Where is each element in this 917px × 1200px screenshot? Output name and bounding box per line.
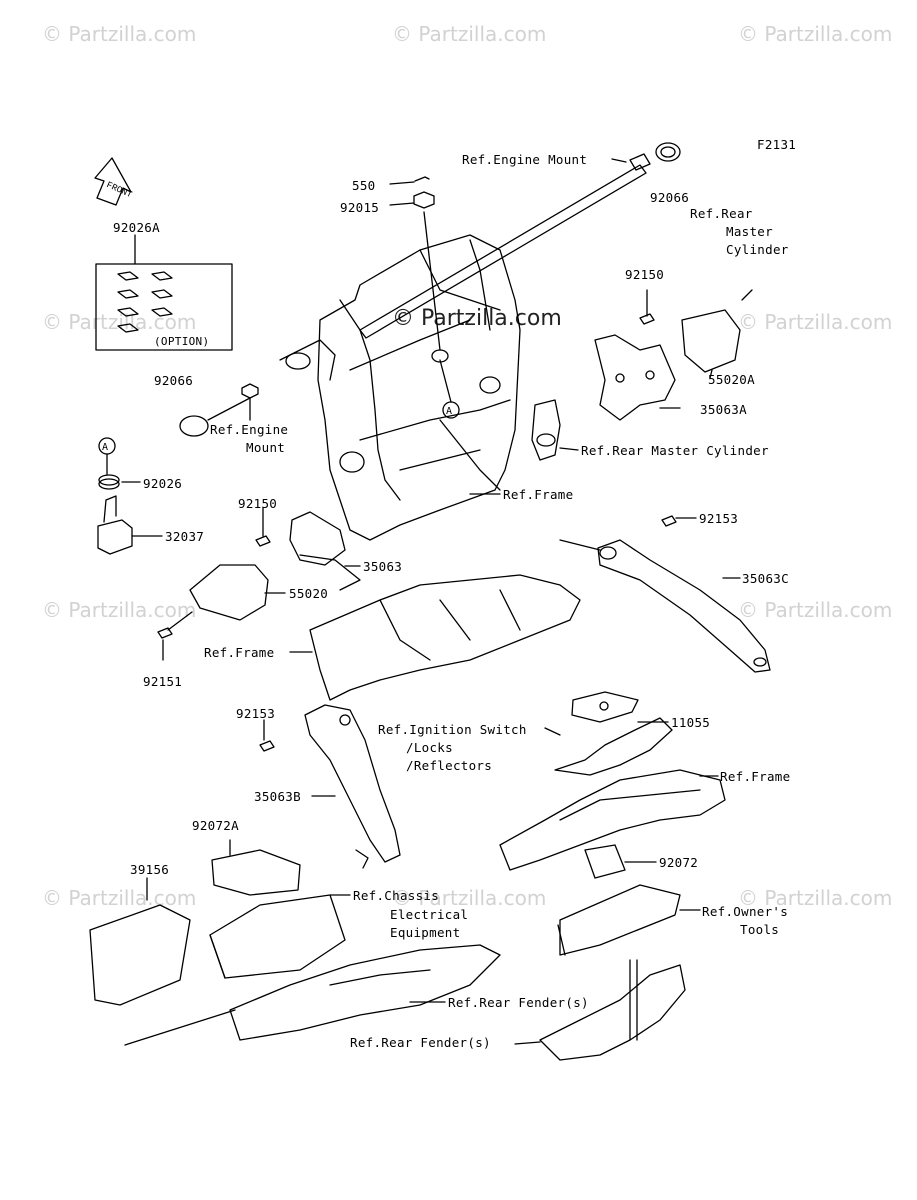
rear-master-cylinder xyxy=(531,399,579,461)
label-92026A[interactable]: 92026A xyxy=(113,220,160,235)
cover-39156 xyxy=(89,877,236,1046)
bracket-35063A xyxy=(594,334,681,421)
label-39156[interactable]: 39156 xyxy=(130,862,170,877)
watermark: © Partzilla.com xyxy=(42,598,197,622)
bracket-35063B xyxy=(259,704,401,869)
subframe xyxy=(289,574,581,701)
label-ref-rear-master-cylinder-full[interactable]: Ref.Rear Master Cylinder xyxy=(581,443,769,458)
label-ref-frame[interactable]: Ref.Frame xyxy=(720,769,791,784)
cap-92066-left xyxy=(179,383,259,437)
label-92066-left[interactable]: 92066 xyxy=(154,373,194,388)
rear-frame xyxy=(499,769,726,871)
ignition-bracket xyxy=(544,691,673,776)
label-92072A[interactable]: 92072A xyxy=(192,818,239,833)
label-ref-rear-fender[interactable]: Ref.Rear Fender(s) xyxy=(448,995,589,1010)
rear-fender-left xyxy=(229,944,501,1041)
label-ref-ignition-switch: /Reflectors xyxy=(406,758,493,773)
tool-bag xyxy=(557,884,701,956)
strap-92072 xyxy=(584,844,657,879)
guard-55020A xyxy=(681,289,753,379)
rear-fender-right xyxy=(514,959,686,1061)
label-92015[interactable]: 92015 xyxy=(340,200,380,215)
label-32037[interactable]: 32037 xyxy=(165,529,205,544)
label-92026[interactable]: 92026 xyxy=(143,476,183,491)
diagram-code: F2131 xyxy=(757,137,797,152)
watermark: © Partzilla.com xyxy=(738,22,893,46)
label-ref-chassis-electrical: Equipment xyxy=(390,925,461,940)
option-label: (OPTION) xyxy=(154,335,210,348)
label-ref-rear-master-cylinder: Master xyxy=(726,224,773,239)
label-ref-frame[interactable]: Ref.Frame xyxy=(503,487,574,502)
label-550[interactable]: 550 xyxy=(352,178,376,193)
label-55020[interactable]: 55020 xyxy=(289,586,329,601)
watermark: © Partzilla.com xyxy=(738,310,893,334)
label-ref-chassis-electrical[interactable]: Ref.Chassis xyxy=(353,888,440,903)
engine-mount-rod xyxy=(359,142,681,339)
label-35063A[interactable]: 35063A xyxy=(700,402,747,417)
watermark-center: © Partzilla.com xyxy=(392,306,562,331)
watermark: © Partzilla.com xyxy=(392,886,547,910)
bracket-35063C xyxy=(559,515,771,673)
label-92150[interactable]: 92150 xyxy=(625,267,665,282)
option-box xyxy=(95,234,233,351)
adjuster-32037 xyxy=(97,453,163,555)
label-ref-owners-tools[interactable]: Ref.Owner's xyxy=(702,904,789,919)
bolt-92150 xyxy=(255,289,655,547)
bracket-35063 xyxy=(289,511,361,591)
label-ref-engine-mount-left: Mount xyxy=(246,440,286,455)
label-11055[interactable]: 11055 xyxy=(671,715,711,730)
label-ref-chassis-electrical: Electrical xyxy=(390,907,469,922)
label-ref-engine-mount-left[interactable]: Ref.Engine xyxy=(210,422,289,437)
main-frame xyxy=(279,234,521,541)
label-ref-frame[interactable]: Ref.Frame xyxy=(204,645,275,660)
front-arrow-icon: FRONT xyxy=(94,157,134,206)
label-35063C[interactable]: 35063C xyxy=(742,571,789,586)
label-55020A[interactable]: 55020A xyxy=(708,372,755,387)
watermark: © Partzilla.com xyxy=(738,598,893,622)
watermark: © Partzilla.com xyxy=(392,22,547,46)
label-ref-engine-mount[interactable]: Ref.Engine Mount xyxy=(462,152,588,167)
label-92150-left[interactable]: 92150 xyxy=(238,496,278,511)
guard-55020 xyxy=(157,564,286,661)
label-92151[interactable]: 92151 xyxy=(143,674,183,689)
label-92066[interactable]: 92066 xyxy=(650,190,690,205)
label-92153[interactable]: 92153 xyxy=(699,511,739,526)
watermark: © Partzilla.com xyxy=(42,22,197,46)
label-35063[interactable]: 35063 xyxy=(363,559,403,574)
label-92153-left[interactable]: 92153 xyxy=(236,706,276,721)
watermark: © Partzilla.com xyxy=(738,886,893,910)
label-ref-rear-master-cylinder[interactable]: Ref.Rear xyxy=(690,206,753,221)
callout-a-label: A xyxy=(446,406,453,417)
watermark: © Partzilla.com xyxy=(42,886,197,910)
nut-92015 xyxy=(389,176,441,351)
label-35063B[interactable]: 35063B xyxy=(254,789,301,804)
label-ref-rear-master-cylinder: Cylinder xyxy=(726,242,789,257)
label-ref-owners-tools: Tools xyxy=(740,922,780,937)
label-ref-ignition-switch: /Locks xyxy=(406,740,453,755)
callout-a-label: A xyxy=(102,442,109,453)
battery-case xyxy=(209,839,351,979)
label-ref-ignition-switch[interactable]: Ref.Ignition Switch xyxy=(378,722,527,737)
label-92072[interactable]: 92072 xyxy=(659,855,699,870)
label-ref-rear-fender[interactable]: Ref.Rear Fender(s) xyxy=(350,1035,491,1050)
